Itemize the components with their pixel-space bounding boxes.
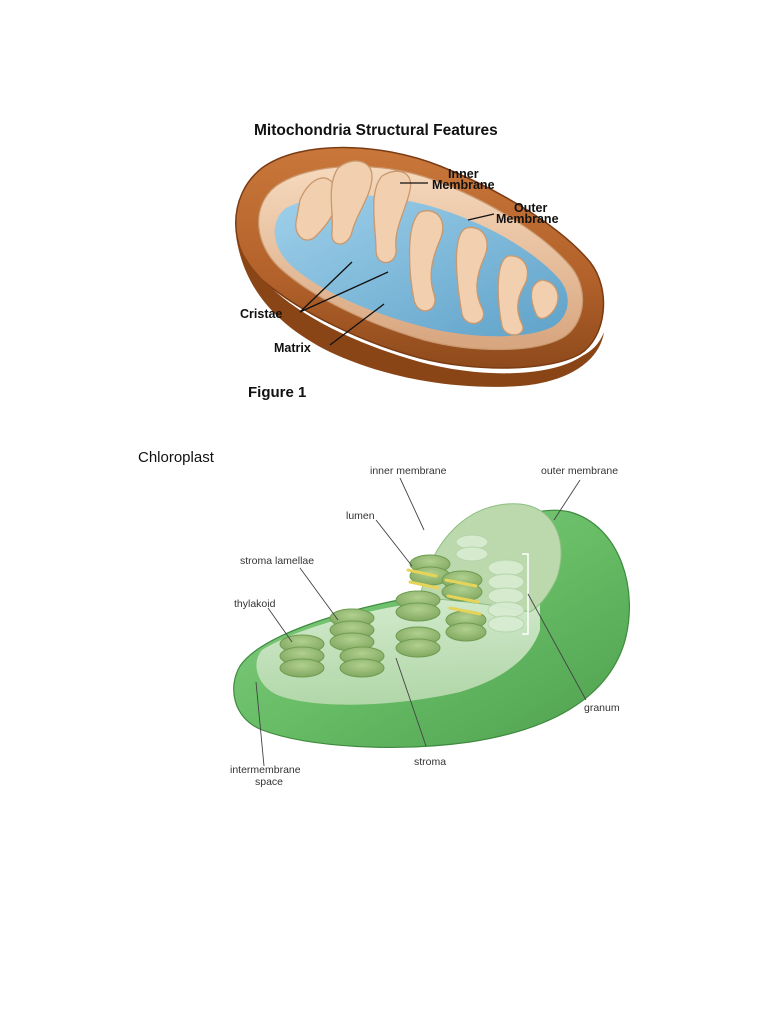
chloroplast-figure: Chloroplast: [138, 449, 630, 788]
thylakoid-label: thylakoid: [234, 598, 276, 610]
stroma-label: stroma: [414, 756, 446, 768]
mitochondria-figure: Mitochondria Structural Features: [235, 122, 605, 401]
outer-membrane-label: outer membrane: [541, 465, 618, 477]
mitochondria-leader-lines: [299, 182, 495, 346]
granum-column: [455, 534, 525, 633]
cristae-label: Cristae: [240, 307, 282, 321]
inner-membrane-label-line2: Membrane: [432, 178, 495, 192]
intermembrane-label-line2: space: [255, 776, 283, 788]
inner-membrane-label: inner membrane: [370, 465, 447, 477]
intermembrane-label-line1: intermembrane: [230, 764, 301, 776]
lumen-label: lumen: [346, 510, 375, 522]
cristae-folds: [295, 160, 559, 336]
mitochondria-title: Mitochondria Structural Features: [254, 122, 498, 139]
granum-label: granum: [584, 702, 620, 714]
thylakoid-stacks: [279, 554, 487, 678]
matrix-label: Matrix: [274, 341, 311, 355]
outer-membrane-label-line2: Membrane: [496, 212, 559, 226]
outer-membrane-label-line1: Outer: [514, 201, 547, 215]
inner-membrane-label-line1: Inner: [448, 167, 479, 181]
chloroplast-leader-lines: [255, 477, 587, 767]
chloroplast-title: Chloroplast: [138, 449, 215, 466]
lumen-bands: [406, 568, 482, 616]
figure1-caption: Figure 1: [248, 384, 306, 401]
stroma-lamellae-label: stroma lamellae: [240, 555, 314, 567]
